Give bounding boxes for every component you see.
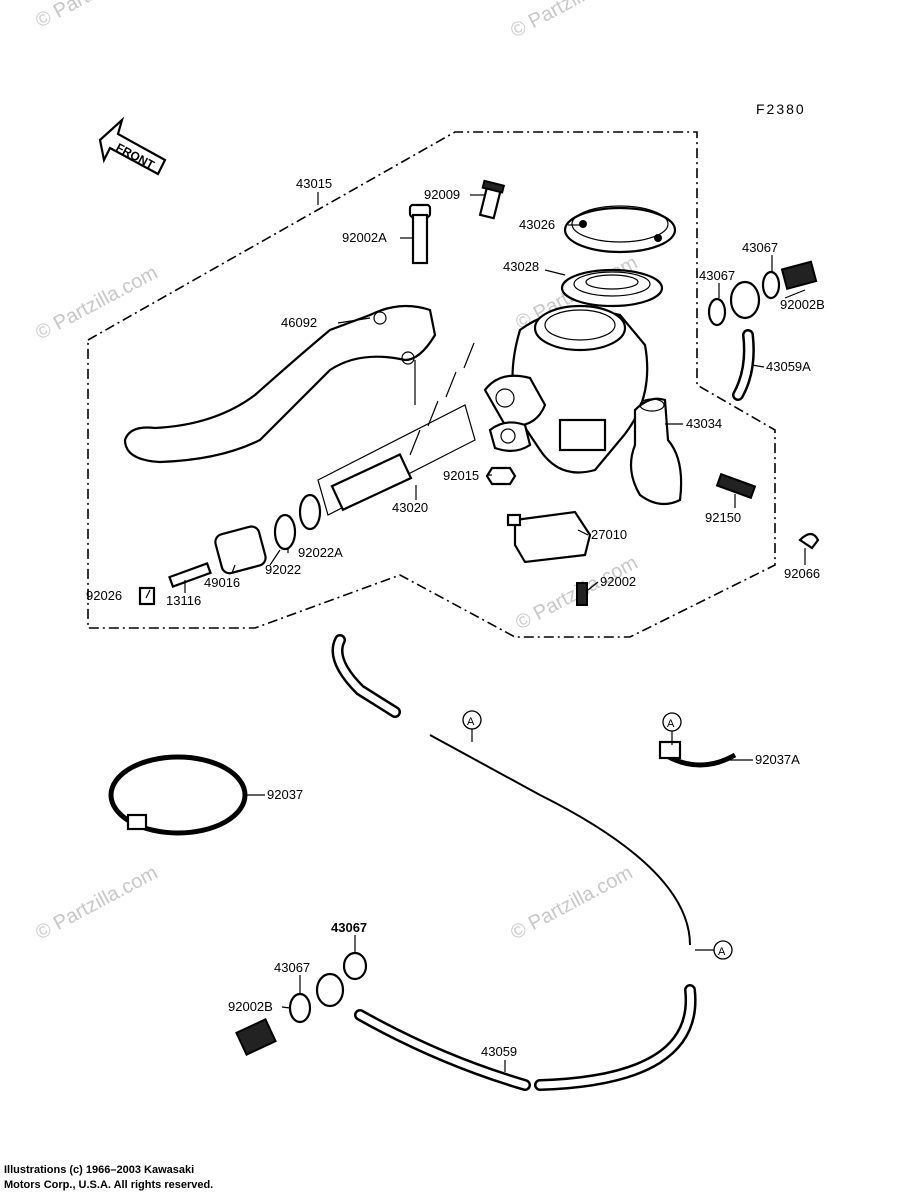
o-ring-92022A [298, 493, 322, 531]
label-92002A: 92002A [342, 230, 387, 245]
label-43067-c: 43067 [331, 920, 367, 935]
label-43067-a: 43067 [742, 240, 778, 255]
master-cylinder-body [483, 304, 649, 474]
callout-a-3: A [695, 940, 733, 960]
boot-49016 [214, 525, 267, 575]
label-46092: 46092 [281, 315, 317, 330]
label-92002B-b: 92002B [228, 999, 273, 1014]
copyright-line-1: Illustrations (c) 1966–2003 Kawasaki [4, 1164, 195, 1176]
cap-92066 [798, 532, 820, 550]
callout-a-2-text: A [667, 718, 675, 730]
copyright-line-2: Motors Corp., U.S.A. All rights reserved… [4, 1179, 214, 1191]
diaphragm-43028 [560, 268, 664, 308]
label-43020: 43020 [392, 500, 428, 515]
label-92022A: 92022A [298, 545, 343, 560]
label-92002: 92002 [600, 574, 636, 589]
callout-a-3-text: A [718, 946, 726, 958]
label-92150: 92150 [705, 510, 741, 525]
washer-43067-top-b [761, 270, 781, 300]
label-43059A: 43059A [766, 359, 811, 374]
bolt-92002A [408, 203, 432, 265]
reservoir-cap-43026 [563, 205, 677, 254]
clamp-92037A [658, 740, 737, 768]
label-13116: 13116 [166, 593, 201, 608]
label-92026: 92026 [86, 588, 122, 603]
banjo-bolt-92002B-lower [235, 1018, 277, 1056]
front-arrow: FRONT [98, 116, 167, 176]
washer-43067-top-a [707, 297, 727, 327]
hose-43059A [729, 280, 761, 401]
label-43059: 43059 [481, 1044, 517, 1059]
bolt-92150 [715, 472, 757, 500]
label-92037: 92037 [267, 787, 303, 802]
watermark-7: © Partzilla.com [507, 862, 636, 945]
piston-assembly-43020 [317, 342, 476, 516]
watermark-1: © Partzilla.com [32, 0, 161, 32]
assembly-boundary [87, 131, 776, 638]
clamp-92037 [108, 754, 248, 836]
watermark-3: © Partzilla.com [32, 262, 161, 345]
label-92002B-a: 92002B [780, 297, 825, 312]
label-43067-b: 43067 [699, 268, 735, 283]
screw-92002 [576, 582, 588, 606]
label-49016: 49016 [204, 575, 240, 590]
hose-43059 [331, 634, 697, 1091]
clamp-43034 [629, 397, 683, 506]
watermark-6: © Partzilla.com [32, 862, 161, 945]
label-92015: 92015 [443, 468, 479, 483]
label-92037A: 92037A [755, 752, 800, 767]
pushrod-13116 [168, 562, 212, 588]
snap-ring-92022 [273, 513, 297, 551]
screw-92009 [478, 179, 506, 220]
washer-43067-lower-a [342, 951, 368, 981]
label-43067-d: 43067 [274, 960, 310, 975]
lever-46092 [123, 304, 437, 464]
label-92066: 92066 [784, 566, 820, 581]
part-labels: 43015 92009 43026 92002A 43028 43067 430… [86, 176, 825, 1059]
leader-lines [145, 192, 806, 1072]
label-43034: 43034 [686, 416, 722, 431]
banjo-bolt-92002B-top [780, 260, 818, 291]
label-43026: 43026 [519, 217, 555, 232]
copyright-notice: Illustrations (c) 1966–2003 Kawasaki Mot… [4, 1163, 213, 1193]
washer-43067-lower-b [288, 992, 312, 1024]
label-27010: 27010 [591, 527, 627, 542]
callout-a-1-text: A [467, 716, 475, 728]
watermark-2: © Partzilla.com [507, 0, 636, 42]
figure-code: F2380 [756, 101, 806, 117]
label-43028: 43028 [503, 259, 539, 274]
nut-92015 [485, 466, 517, 486]
switch-27010 [506, 510, 592, 564]
callout-a-1: A [462, 710, 482, 742]
banjo-lower [315, 972, 345, 1008]
callout-a-2: A [662, 712, 682, 745]
label-92022: 92022 [265, 562, 301, 577]
label-92009: 92009 [424, 187, 460, 202]
label-43015: 43015 [296, 176, 332, 191]
